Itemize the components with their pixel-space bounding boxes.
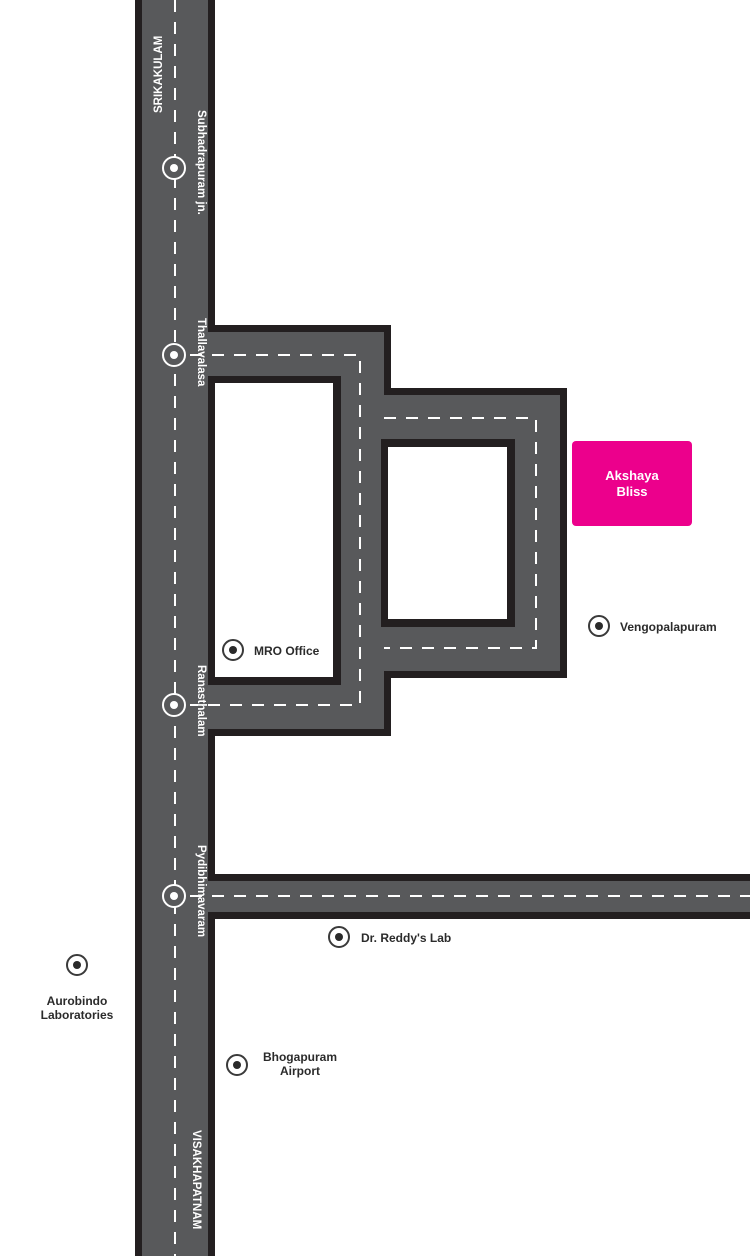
landmark-bhogapuram-line1: Bhogapuram	[262, 1050, 337, 1064]
landmark-bhogapuram-airport: Bhogapuram Airport	[255, 1050, 345, 1078]
destination-akshaya-bliss[interactable]: Akshaya Bliss	[572, 441, 692, 526]
location-marker-icon[interactable]	[66, 954, 88, 976]
landmark-aurobindo-line1: Aurobindo	[46, 994, 108, 1008]
loop-inner-blocks	[208, 376, 515, 685]
lane-markings	[174, 0, 750, 1256]
junction-marker-icon[interactable]	[162, 343, 186, 367]
junction-label-thallavalasa: Thallavalasa	[195, 318, 207, 387]
junction-label-pydibhimavaram: Pydibhimavaram	[195, 845, 207, 938]
junction-label-ranasthalam: Ranasthalam	[195, 665, 207, 737]
direction-label-south: VISAKHAPATNAM	[190, 1130, 202, 1230]
location-marker-icon[interactable]	[222, 639, 244, 661]
location-marker-icon[interactable]	[328, 926, 350, 948]
landmark-bhogapuram-line2: Airport	[280, 1064, 320, 1078]
landmark-mro-office: MRO Office	[254, 644, 320, 658]
landmark-aurobindo-laboratories: Aurobindo Laboratories	[27, 994, 127, 1022]
location-marker-icon[interactable]	[226, 1054, 248, 1076]
junction-label-subhadrapuram: Subhadrapuram jn.	[195, 110, 207, 215]
destination-name-line1: Akshaya	[605, 467, 659, 483]
destination-name-line2: Bliss	[616, 483, 648, 499]
landmark-aurobindo-line2: Laboratories	[40, 1008, 114, 1022]
landmark-vengopalapuram: Vengopalapuram	[620, 620, 717, 634]
landmark-dr-reddys-lab: Dr. Reddy's Lab	[361, 931, 452, 945]
junction-marker-icon[interactable]	[162, 693, 186, 717]
location-marker-icon[interactable]	[588, 615, 610, 637]
direction-label-north: SRIKAKULAM	[153, 35, 165, 113]
junction-marker-icon[interactable]	[162, 884, 186, 908]
junction-marker-icon[interactable]	[162, 156, 186, 180]
